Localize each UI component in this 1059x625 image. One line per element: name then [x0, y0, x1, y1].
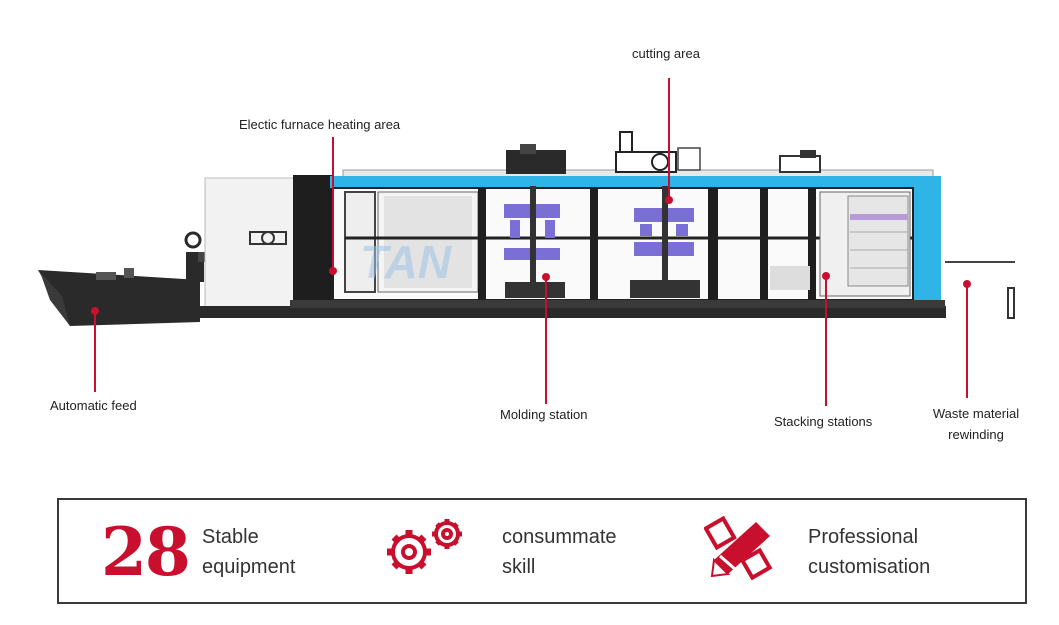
housing-detail: [249, 231, 287, 245]
pointer-stacking: [822, 272, 830, 406]
cutting-area-blocks: [615, 131, 701, 298]
label-stacking-stations: Stacking stations: [774, 414, 873, 429]
watermark-text: TAN: [360, 236, 452, 288]
stacking-station-blocks: [770, 150, 911, 297]
pencil-ruler-icon: [704, 516, 773, 580]
pointer-molding: [542, 273, 550, 404]
gears-icon: [387, 519, 462, 574]
label-molding-station: Molding station: [500, 407, 588, 422]
pointer-waste: [963, 280, 971, 398]
feature-stable-line2: equipment: [202, 556, 296, 578]
label-automatic-feed: Automatic feed: [50, 398, 137, 413]
feature-custom-line2: customisation: [808, 556, 931, 578]
base-frame: [290, 300, 945, 308]
features-panel: 28 Stable equipment consummate skill: [57, 498, 1027, 604]
pointer-cutting: [665, 78, 673, 204]
furnace-column: [293, 175, 333, 310]
pointer-automatic-feed: [91, 307, 99, 392]
pointer-furnace: [329, 137, 337, 275]
machine-diagram: TAN: [38, 78, 1015, 406]
molding-station-blocks: [504, 144, 566, 298]
feature-skill-line2: skill: [502, 556, 536, 578]
label-furnace: Electic furnace heating area: [239, 117, 401, 132]
furnace-windows: [344, 191, 500, 293]
label-waste-line1: Waste material: [932, 406, 1020, 421]
feature-custom-line1: Professional: [808, 526, 919, 548]
base-rail: [200, 306, 946, 318]
label-cutting-area: cutting area: [632, 46, 700, 61]
feature-skill-line1: consummate: [502, 526, 617, 548]
waste-rewinding-unit: [945, 261, 1015, 319]
years-number: 28: [101, 513, 191, 591]
blue-frame-top: [330, 176, 915, 188]
feature-stable-line1: Stable: [202, 526, 259, 548]
automatic-feed-unit: [38, 231, 210, 326]
label-waste-line2: rewinding: [948, 427, 1004, 442]
blue-frame-right: [913, 176, 941, 308]
